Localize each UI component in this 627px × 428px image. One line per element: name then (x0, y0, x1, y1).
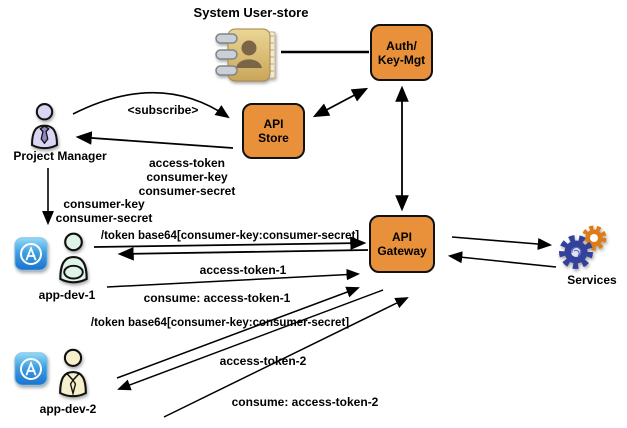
app-store-icon (14, 352, 48, 386)
node-api-store-label-line2: Store (258, 131, 289, 145)
node-project-manager-label: Project Manager (13, 149, 107, 163)
node-auth-key-mgt: Auth/ Key-Mgt (370, 24, 433, 81)
node-services-label: Services (567, 273, 617, 287)
book-rings-icon (215, 33, 238, 76)
services-gears-icon (559, 225, 607, 269)
edge-store-auth-bidirectional (312, 87, 369, 118)
app-dev-2-person-icon (59, 348, 87, 398)
edge-label-consume-1: consume: access-token-1 (143, 291, 291, 305)
edge-label-consumer-key-2: consumer-key (63, 197, 145, 211)
edge-label-consumer-key: consumer-key (146, 170, 228, 184)
node-app-dev-2-label: app-dev-2 (39, 402, 97, 416)
edge-label-access-token-2: access-token-2 (219, 354, 307, 368)
node-app-dev-1-label: app-dev-1 (38, 288, 96, 302)
edge-label-token-request-1: /token base64[consumer-key:consumer-secr… (100, 230, 360, 242)
edge-label-consume-2: consume: access-token-2 (231, 395, 379, 409)
edge-services-to-gateway-arrow (447, 251, 557, 268)
edge-label-consumer-secret: consumer-secret (138, 184, 236, 198)
edge-label-consumer-secret-2: consumer-secret (55, 211, 153, 225)
node-system-user-store-label: System User-store (193, 5, 309, 20)
edge-label-pm-handoff: consumer-key consumer-secret (56, 197, 153, 225)
node-auth-label-line2: Key-Mgt (377, 52, 426, 67)
node-api-store: API Store (242, 103, 305, 159)
node-api-gateway-label-line1: API (391, 230, 412, 244)
blue-gear-icon (559, 235, 593, 269)
app-dev-1-person-icon (59, 232, 88, 284)
edge-token-request-1-arrow (93, 236, 367, 251)
project-manager-person-icon (30, 103, 59, 150)
node-api-gateway-label-line2: Gateway (377, 244, 427, 258)
address-book-icon (215, 28, 276, 82)
node-api-gateway: API Gateway (369, 215, 435, 273)
edge-label-token-request-2: /token base64[consumer-key:consumer-secr… (90, 317, 350, 329)
edge-store-to-pm-arrow (75, 131, 234, 149)
edge-label-subscribe: <subscribe> (127, 103, 199, 117)
edge-label-access-token: access-token (148, 156, 226, 170)
node-auth-label-line1: Auth/ (386, 38, 417, 53)
edge-gateway-to-services-arrow (451, 236, 553, 251)
node-api-store-label-line1: API (263, 117, 284, 131)
edge-label-store-response: access-token consumer-key consumer-secre… (139, 156, 236, 198)
edge-access-token-1-arrow (117, 246, 369, 261)
app-store-icon (14, 237, 48, 271)
edge-label-access-token-1: access-token-1 (199, 263, 287, 277)
